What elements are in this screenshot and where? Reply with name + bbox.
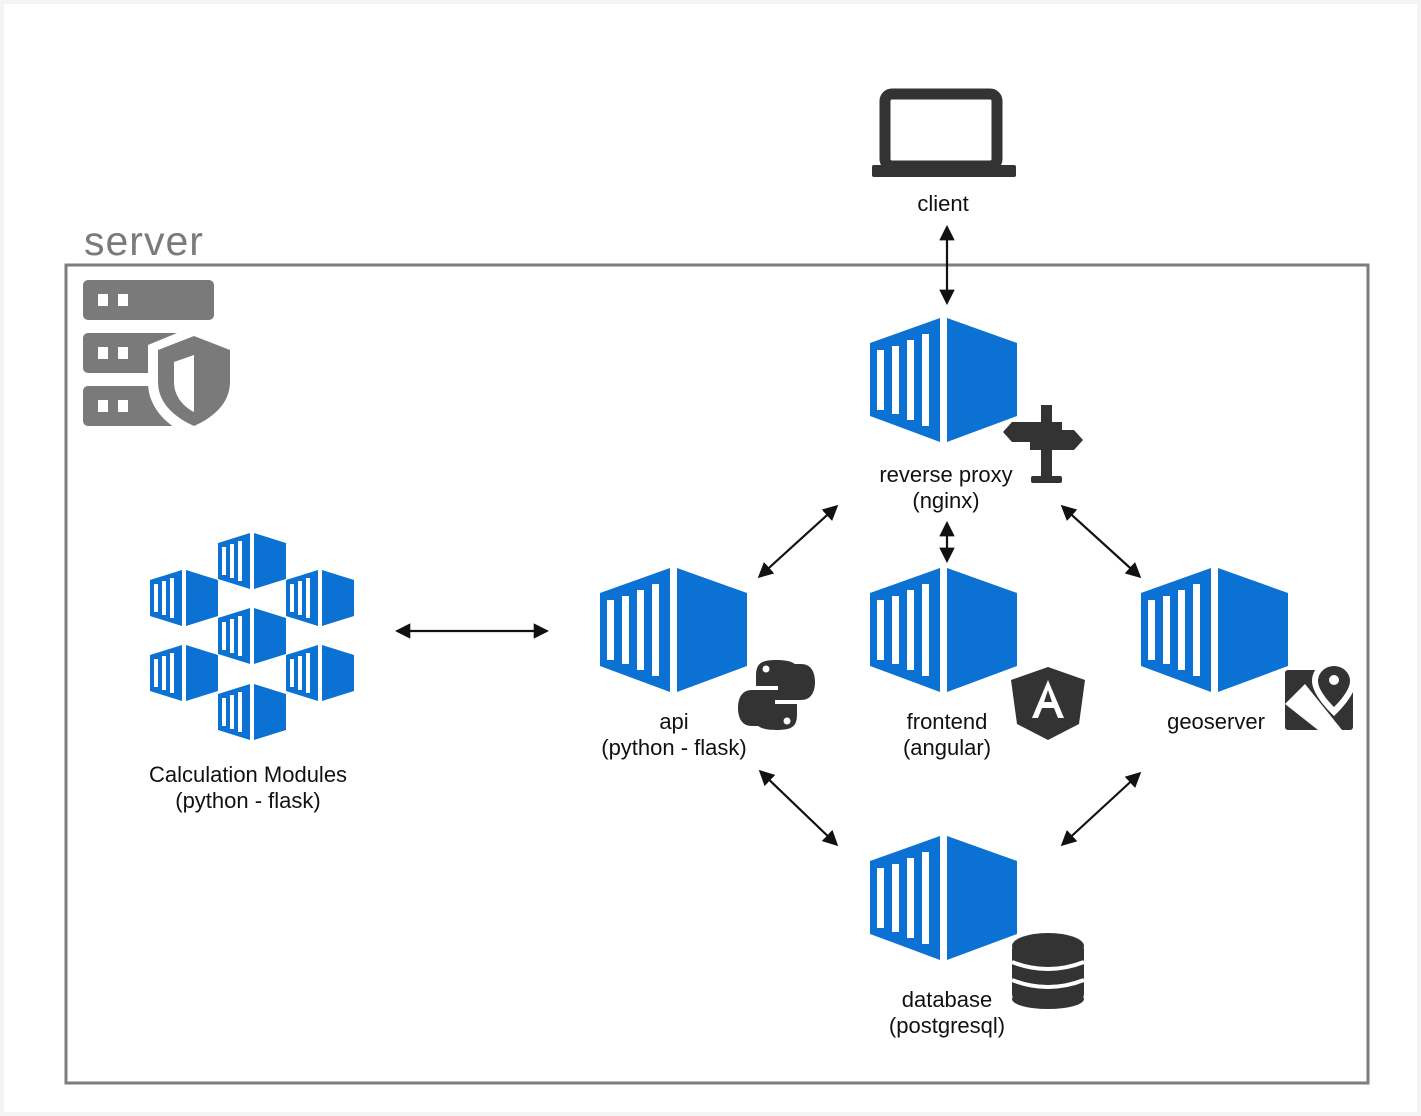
geoserver-label: geoserver [1167, 709, 1265, 734]
architecture-canvas: server client reverse proxy (nginx) api … [4, 4, 1417, 1112]
database-label: database (postgresql) [888, 987, 1006, 1038]
server-shield-icon [83, 280, 240, 438]
database-container-icon [870, 836, 1017, 960]
arrow-proxy-api [757, 504, 839, 579]
api-container-icon [600, 568, 747, 692]
client-label: client [917, 191, 969, 216]
server-frame [64, 263, 1370, 1085]
python-icon [738, 660, 815, 730]
calculation-modules-icon [150, 533, 354, 740]
frontend-container-icon [870, 568, 1017, 692]
angular-icon [1011, 667, 1085, 740]
server-title: server [84, 218, 204, 264]
signpost-icon [1003, 405, 1083, 483]
api-label: api (python - flask) [601, 709, 747, 760]
calculation-modules-label: Calculation Modules (python - flask) [148, 762, 348, 813]
map-pin-icon [1285, 660, 1356, 730]
frontend-label: frontend (angular) [902, 709, 992, 760]
arrow-geoserver-database [1060, 771, 1142, 847]
geoserver-container-icon [1141, 568, 1288, 692]
arrow-proxy-geoserver [1060, 504, 1142, 579]
proxy-container-icon [870, 318, 1017, 442]
laptop-icon [872, 88, 1016, 177]
architecture-diagram [64, 88, 1370, 1085]
proxy-label: reverse proxy (nginx) [879, 462, 1013, 513]
database-icon [1011, 933, 1085, 1009]
arrow-api-database [758, 769, 839, 847]
